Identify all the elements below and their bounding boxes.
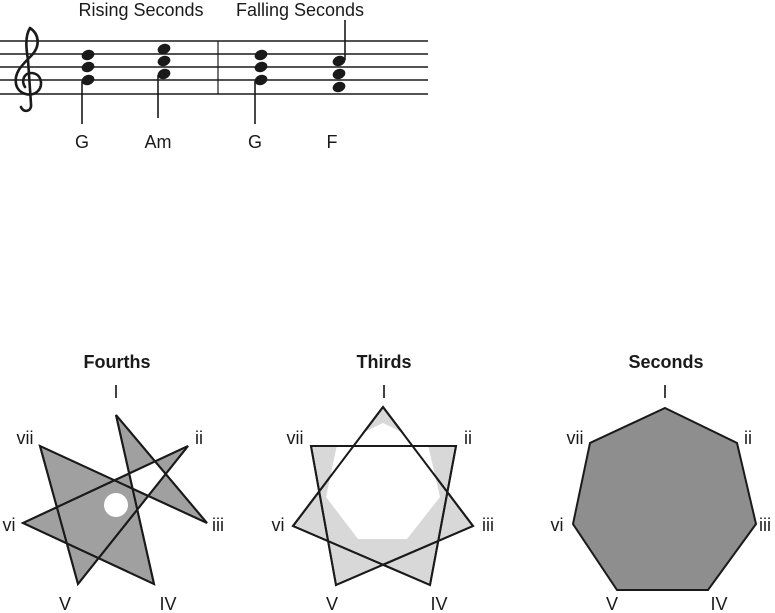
note-head bbox=[332, 81, 346, 93]
thirds-center bbox=[326, 423, 440, 539]
label-I: I bbox=[662, 382, 667, 402]
label-vii: vii bbox=[17, 428, 34, 448]
staff-section: Rising Seconds Falling Seconds bbox=[0, 0, 428, 152]
diagram-thirds: Thirds I ii iii IV V vi vii bbox=[272, 352, 495, 613]
note-head bbox=[332, 55, 346, 67]
thirds-star-outline bbox=[291, 405, 475, 587]
fourths-star-outline bbox=[20, 414, 208, 587]
note-head bbox=[157, 68, 171, 80]
note-head bbox=[254, 61, 268, 73]
diagram-title: Thirds bbox=[356, 352, 411, 372]
label-I: I bbox=[113, 382, 118, 402]
fourths-center bbox=[104, 493, 128, 517]
diagram-title: Seconds bbox=[628, 352, 703, 372]
chord-f bbox=[332, 20, 346, 93]
label-vi: vi bbox=[551, 515, 564, 535]
note-head bbox=[81, 49, 95, 61]
label-IV: IV bbox=[159, 594, 176, 613]
label-iii: iii bbox=[759, 515, 771, 535]
label-V: V bbox=[326, 594, 338, 613]
label-IV: IV bbox=[430, 594, 447, 613]
label-vi: vi bbox=[3, 515, 16, 535]
label-I: I bbox=[381, 382, 386, 402]
chord-label-1: G bbox=[75, 132, 89, 152]
label-iii: iii bbox=[482, 515, 494, 535]
diagram-title: Fourths bbox=[84, 352, 151, 372]
note-head bbox=[157, 55, 171, 67]
note-head bbox=[254, 74, 268, 86]
label-ii: ii bbox=[744, 428, 752, 448]
label-IV: IV bbox=[710, 594, 727, 613]
label-vi: vi bbox=[272, 515, 285, 535]
note-head bbox=[81, 61, 95, 73]
heading-rising-seconds: Rising Seconds bbox=[78, 0, 203, 20]
treble-clef-icon bbox=[14, 26, 43, 113]
label-V: V bbox=[606, 594, 618, 613]
label-ii: ii bbox=[464, 428, 472, 448]
chord-am bbox=[157, 43, 171, 118]
label-iii: iii bbox=[212, 515, 224, 535]
note-head bbox=[254, 49, 268, 61]
chord-label-2: Am bbox=[145, 132, 172, 152]
diagram-seconds: Seconds I ii iii IV V vi vii bbox=[551, 352, 772, 613]
heading-falling-seconds: Falling Seconds bbox=[236, 0, 364, 20]
label-V: V bbox=[59, 594, 71, 613]
note-head bbox=[81, 74, 95, 86]
label-vii: vii bbox=[287, 428, 304, 448]
chord-label-3: G bbox=[248, 132, 262, 152]
diagram-fourths: Fourths I ii iii IV V vi vii bbox=[3, 352, 225, 613]
note-head bbox=[157, 43, 171, 55]
staff-lines bbox=[0, 40, 428, 95]
chord-label-4: F bbox=[327, 132, 338, 152]
chord-g-first bbox=[81, 49, 95, 124]
seconds-heptagon bbox=[571, 406, 758, 591]
label-vii: vii bbox=[567, 428, 584, 448]
note-head bbox=[332, 68, 346, 80]
chord-g-second bbox=[254, 49, 268, 124]
label-ii: ii bbox=[195, 428, 203, 448]
